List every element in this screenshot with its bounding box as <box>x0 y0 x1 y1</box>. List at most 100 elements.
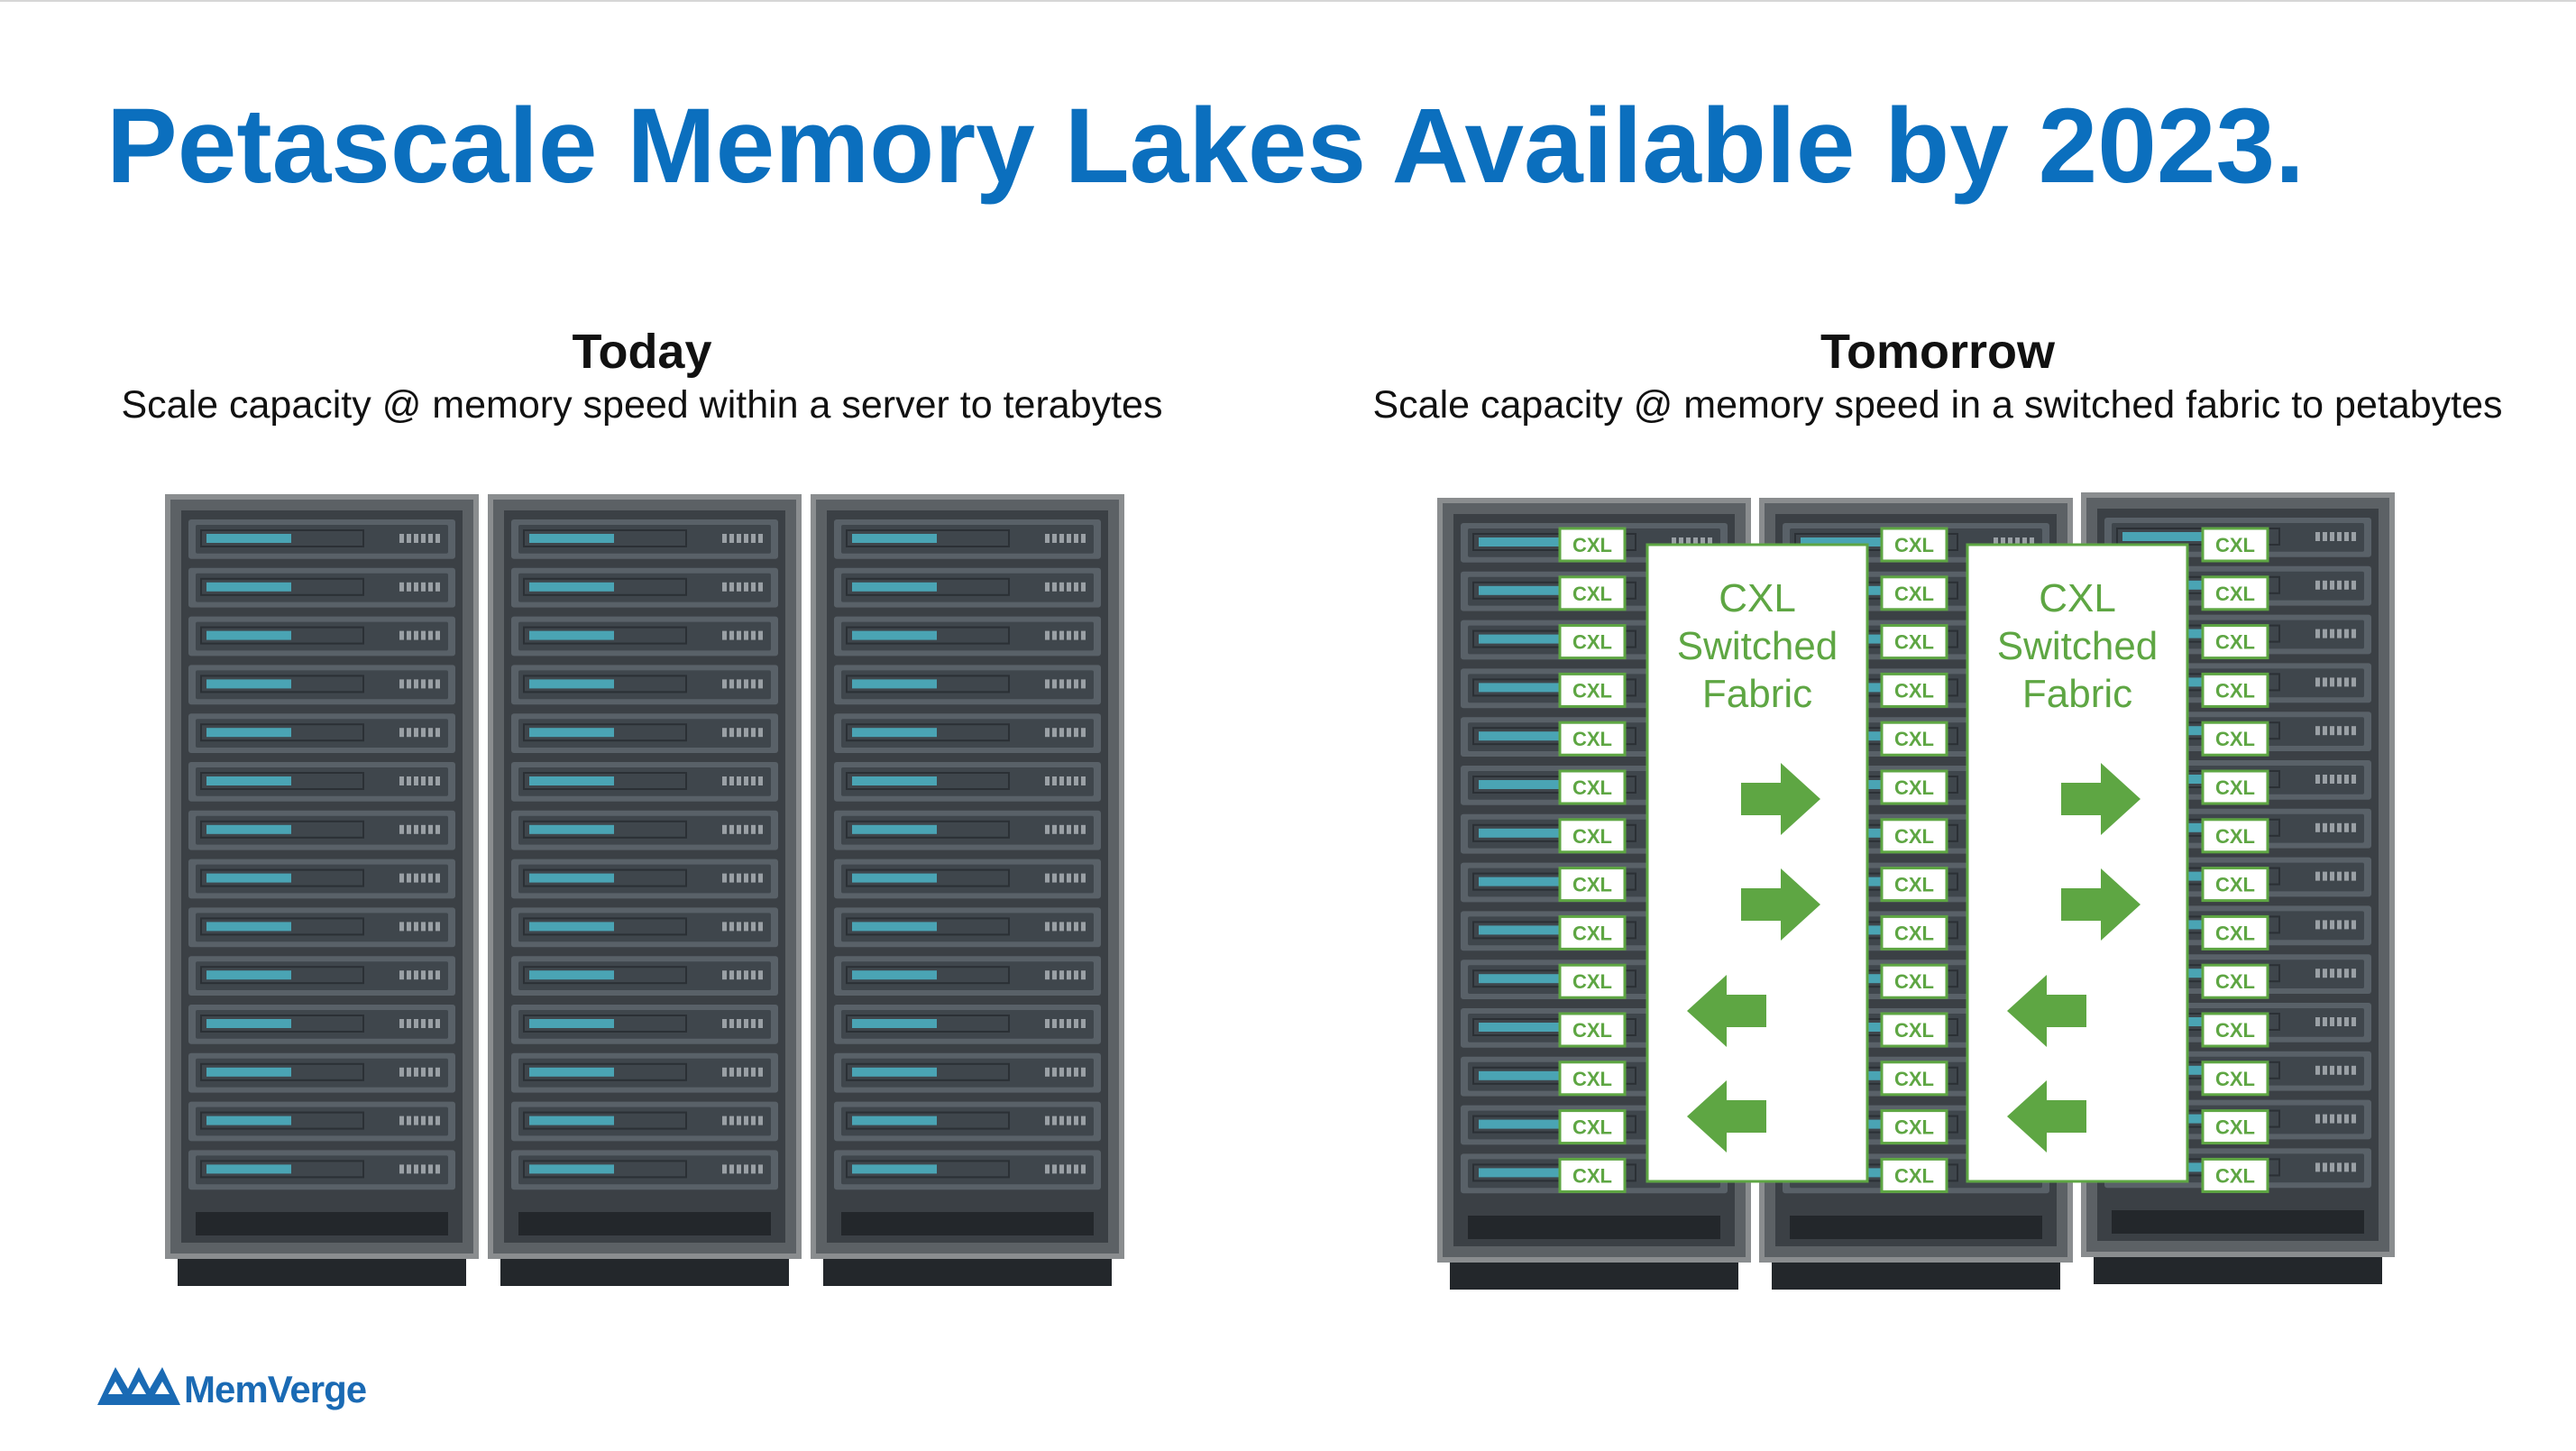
today-server-vent <box>729 1019 734 1028</box>
today-server-vent <box>435 970 440 980</box>
today-server-vent <box>407 776 411 785</box>
tomorrow-server-vent <box>2323 726 2327 736</box>
today-server-vent <box>1081 1116 1086 1125</box>
today-server-vent <box>1074 776 1078 785</box>
today-server-vent <box>435 534 440 543</box>
tomorrow-server-vent <box>2323 677 2327 687</box>
cxl-badge <box>1558 1157 1627 1193</box>
tomorrow-server-vent <box>2351 1162 2356 1172</box>
tomorrow-server-vent <box>2030 537 2034 546</box>
today-server-bay <box>846 868 1010 887</box>
today-server-vent <box>729 970 734 980</box>
today-server-led <box>529 1067 614 1077</box>
tomorrow-server-vent <box>2330 580 2334 590</box>
tomorrow-server-led <box>1479 1168 1563 1178</box>
tomorrow-server-vent <box>2330 1114 2334 1124</box>
tomorrow-rack-0-base <box>1450 1263 1738 1290</box>
tomorrow-server-vent <box>2337 580 2342 590</box>
today-server-vent <box>744 630 748 640</box>
today-server-vent <box>1074 970 1078 980</box>
tomorrow-server-vent <box>2351 1114 2356 1124</box>
cxl-badge-label: CXL <box>1572 1164 1612 1187</box>
cxl-badge-label: CXL <box>1894 970 1934 993</box>
fabric-label-line: Switched <box>1997 624 2159 668</box>
today-server-bay <box>200 626 364 645</box>
tomorrow-server-led <box>1479 1070 1563 1080</box>
today-server-vent <box>729 582 734 592</box>
tomorrow-server-vent <box>2330 1162 2334 1172</box>
tomorrow-server-vent <box>2330 822 2334 832</box>
today-server-vent <box>435 1164 440 1174</box>
today-server-vent <box>737 970 741 980</box>
today-server-bay <box>523 1160 687 1179</box>
today-server-led <box>206 824 291 834</box>
tomorrow-server-vent <box>2330 969 2334 978</box>
tomorrow-server-vent <box>2315 629 2320 638</box>
tomorrow-server-vent <box>2330 871 2334 881</box>
today-server-vent <box>737 1116 741 1125</box>
today-server-vent <box>737 582 741 592</box>
tomorrow-server-vent <box>2337 871 2342 881</box>
today-server-led <box>529 1164 614 1174</box>
today-server-vent <box>421 970 426 980</box>
today-server-vent <box>435 679 440 689</box>
today-server-vent <box>737 873 741 883</box>
today-server-led <box>529 630 614 640</box>
tomorrow-server-vent <box>2344 822 2349 832</box>
today-server-bay <box>200 917 364 936</box>
today-server-vent <box>751 776 756 785</box>
today-server-vent <box>1045 1019 1050 1028</box>
fabric-label-line: CXL <box>1719 576 1796 620</box>
cxl-badge <box>1880 1157 1948 1193</box>
tomorrow-rack-1-bottom-panel <box>1790 1216 2042 1239</box>
today-server-vent <box>414 824 418 834</box>
tomorrow-server-vent <box>2351 532 2356 541</box>
cxl-badge-label: CXL <box>1894 1068 1934 1090</box>
today-server-vent <box>1052 630 1057 640</box>
tomorrow-server-vent <box>2323 1017 2327 1026</box>
today-server-vent <box>722 728 727 738</box>
cxl-badge-label: CXL <box>2215 1068 2255 1090</box>
today-server-vent <box>744 873 748 883</box>
cxl-badge-label: CXL <box>2215 922 2255 944</box>
tomorrow-server-vent <box>2344 580 2349 590</box>
today-server-vent <box>737 922 741 932</box>
tomorrow-server-vent <box>2337 920 2342 930</box>
today-server-vent <box>1074 1067 1078 1077</box>
today-server-led <box>852 824 937 834</box>
today-server-vent <box>722 776 727 785</box>
today-server-vent <box>1059 679 1064 689</box>
fabric-label-line: Fabric <box>1702 672 1812 716</box>
today-server-bay <box>846 1015 1010 1033</box>
today-server-vent <box>1074 922 1078 932</box>
tomorrow-server-vent <box>2337 822 2342 832</box>
today-server-vent <box>428 534 433 543</box>
today-server-vent <box>737 630 741 640</box>
today-server-vent <box>729 1116 734 1125</box>
tomorrow-server-bay <box>1472 581 1636 600</box>
today-server-vent <box>1052 873 1057 883</box>
today-server-vent <box>399 970 404 980</box>
today-server-vent <box>1052 582 1057 592</box>
today-rack-0-bottom-panel <box>196 1212 448 1235</box>
today-server-vent <box>1074 728 1078 738</box>
tomorrow-server-vent <box>2323 629 2327 638</box>
today-server-vent <box>1081 1067 1086 1077</box>
cxl-badge <box>1558 672 1627 708</box>
today-server-vent <box>751 630 756 640</box>
today-rack-1-bottom-panel <box>518 1212 771 1235</box>
today-server-vent <box>1052 1019 1057 1028</box>
today-server-led <box>206 922 291 932</box>
today-server-vent <box>421 776 426 785</box>
today-server-led <box>529 582 614 592</box>
tomorrow-server-bay <box>1472 727 1636 746</box>
today-server-vent <box>407 630 411 640</box>
today-server-vent <box>414 1116 418 1125</box>
today-server-led <box>206 630 291 640</box>
today-server-vent <box>421 873 426 883</box>
tomorrow-server-vent <box>2323 775 2327 784</box>
today-server-vent <box>1045 873 1050 883</box>
tomorrow-server-led <box>1479 634 1563 644</box>
tomorrow-server-vent <box>1994 537 1998 546</box>
today-server-vent <box>1045 630 1050 640</box>
